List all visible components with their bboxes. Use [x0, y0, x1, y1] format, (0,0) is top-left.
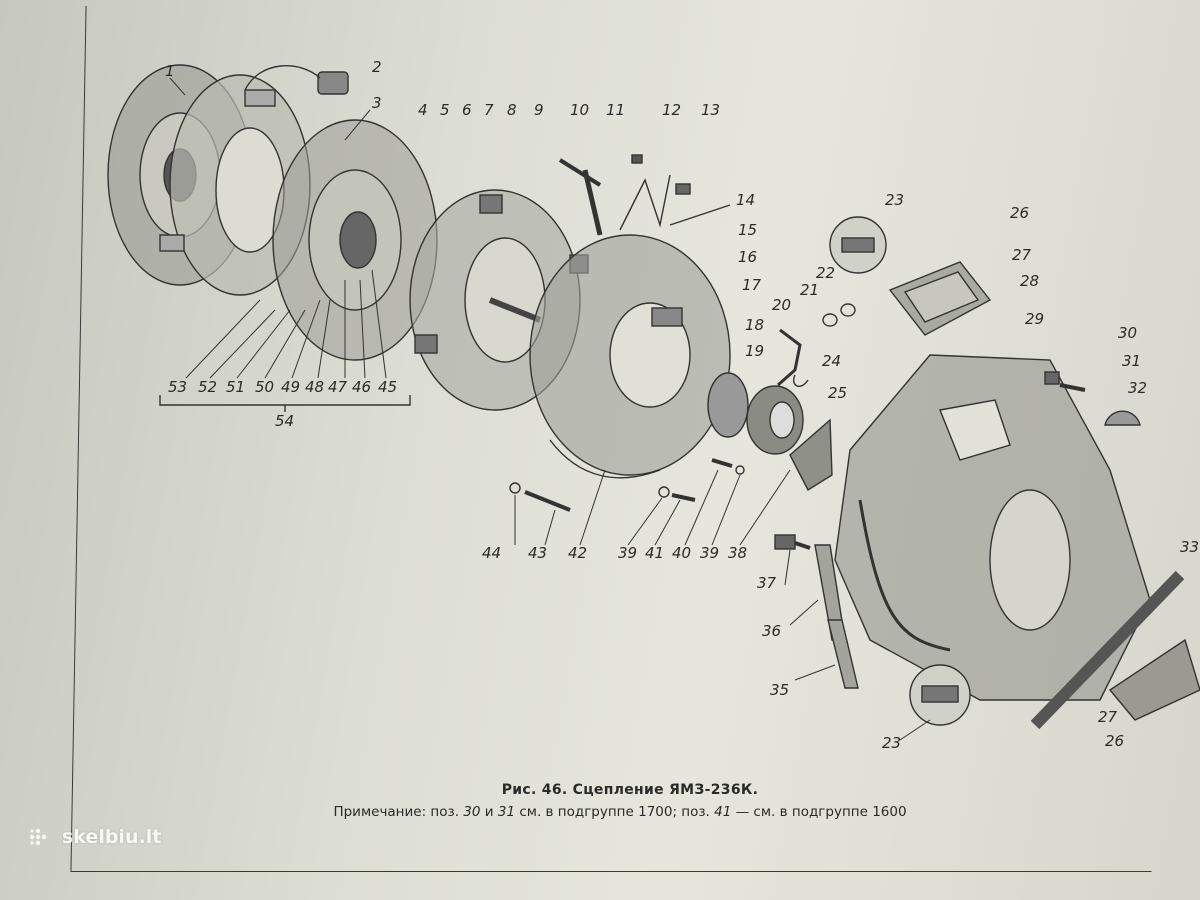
callout-35: 35: [770, 681, 789, 699]
callout-numbers: 1 2 3 4 5 6 7 8 9 10 11 12 13 14 15 16 1…: [165, 58, 1199, 752]
callout-38: 38: [728, 544, 747, 562]
callout-7: 7: [484, 101, 494, 119]
callout-50: 50: [255, 378, 274, 396]
callout-25: 25: [828, 384, 847, 402]
callout-6: 6: [462, 101, 472, 119]
callout-5: 5: [440, 101, 450, 119]
grease-fitting-23-top: [829, 216, 887, 274]
callout-54: 54: [275, 412, 294, 430]
clutch-cover-42: [529, 234, 731, 479]
callout-11: 11: [606, 101, 625, 119]
callout-30: 30: [1118, 324, 1137, 342]
callout-40: 40: [672, 544, 691, 562]
callout-15: 15: [738, 221, 757, 239]
callout-44: 44: [482, 544, 501, 562]
callout-53: 53: [168, 378, 187, 396]
note-mid: см. в подгруппе 1700; поз.: [519, 804, 710, 820]
callout-33: 33: [1180, 538, 1199, 556]
spring-2: [244, 65, 349, 95]
watermark-text: skelbiu.lt: [62, 826, 162, 848]
callout-47: 47: [328, 378, 348, 396]
callout-23-top: 23: [885, 191, 904, 209]
figure-note: Примечание: поз. 30 и 31 см. в подгруппе…: [20, 804, 1200, 820]
note-pos-a: 30: [463, 804, 481, 820]
bolts-and-washers: [509, 458, 745, 512]
callout-39-left: 39: [618, 544, 637, 562]
clutch-housing-29: [834, 354, 1151, 701]
callout-51: 51: [226, 378, 245, 396]
note-pos-c: 41: [714, 804, 732, 820]
callout-2: 2: [372, 58, 382, 76]
callout-26-bottom: 26: [1105, 732, 1124, 750]
release-levers: [558, 154, 731, 236]
callout-9: 9: [534, 101, 544, 119]
small-parts: [651, 303, 856, 388]
callout-31: 31: [1122, 352, 1141, 370]
inspection-cover-28: [888, 261, 992, 336]
callout-18: 18: [745, 316, 764, 334]
callout-27-bottom: 27: [1098, 708, 1118, 726]
note-tail: — см. в подгруппе 1600: [735, 804, 907, 820]
callout-14: 14: [736, 191, 755, 209]
callout-29: 29: [1025, 310, 1044, 328]
callout-48: 48: [305, 378, 324, 396]
callout-32: 32: [1128, 379, 1147, 397]
shaft-33: [1030, 570, 1185, 730]
note-and: и: [484, 804, 494, 820]
callout-19: 19: [745, 342, 764, 360]
callout-49: 49: [281, 378, 300, 396]
callout-39-right: 39: [700, 544, 719, 562]
callout-16: 16: [738, 248, 757, 266]
callout-21: 21: [800, 281, 819, 299]
callout-1: 1: [165, 62, 175, 80]
dots-logo-icon: [29, 828, 47, 846]
release-fork-38: [789, 418, 833, 491]
release-bearing: [707, 372, 804, 455]
callout-27-top: 27: [1012, 246, 1032, 264]
callout-8: 8: [507, 101, 517, 119]
seal-32: [1104, 410, 1141, 426]
callout-52: 52: [198, 378, 217, 396]
callout-24: 24: [822, 352, 841, 370]
callout-43: 43: [528, 544, 547, 562]
callout-10: 10: [570, 101, 589, 119]
grease-fitting-23-bottom: [909, 664, 971, 726]
callout-36: 36: [762, 622, 781, 640]
lock-plates-35-36: [774, 534, 859, 689]
callout-4: 4: [418, 101, 428, 119]
note-pos-b: 31: [497, 804, 516, 820]
callout-37: 37: [757, 574, 777, 592]
callout-17: 17: [742, 276, 762, 294]
bolt-30-31: [1044, 371, 1086, 392]
note-lead: Примечание: поз.: [333, 804, 459, 820]
callout-42: 42: [568, 544, 587, 562]
callout-13: 13: [701, 101, 720, 119]
callout-22: 22: [816, 264, 835, 282]
callout-26-top: 26: [1010, 204, 1029, 222]
bottom-cover: [1108, 638, 1200, 721]
callout-45: 45: [378, 378, 397, 396]
leader-lines: [169, 77, 931, 741]
callout-3: 3: [372, 94, 382, 112]
callout-23-bottom: 23: [882, 734, 901, 752]
callout-46: 46: [352, 378, 371, 396]
callout-41: 41: [645, 544, 664, 562]
figure-title: Рис. 46. Сцепление ЯМЗ-236К.: [501, 782, 759, 798]
group-bracket-54: [159, 395, 411, 412]
callout-20: 20: [772, 296, 791, 314]
driven-disc: [272, 119, 438, 361]
callout-28: 28: [1020, 272, 1039, 290]
watermark: skelbiu.lt: [28, 826, 161, 848]
callout-12: 12: [662, 101, 681, 119]
